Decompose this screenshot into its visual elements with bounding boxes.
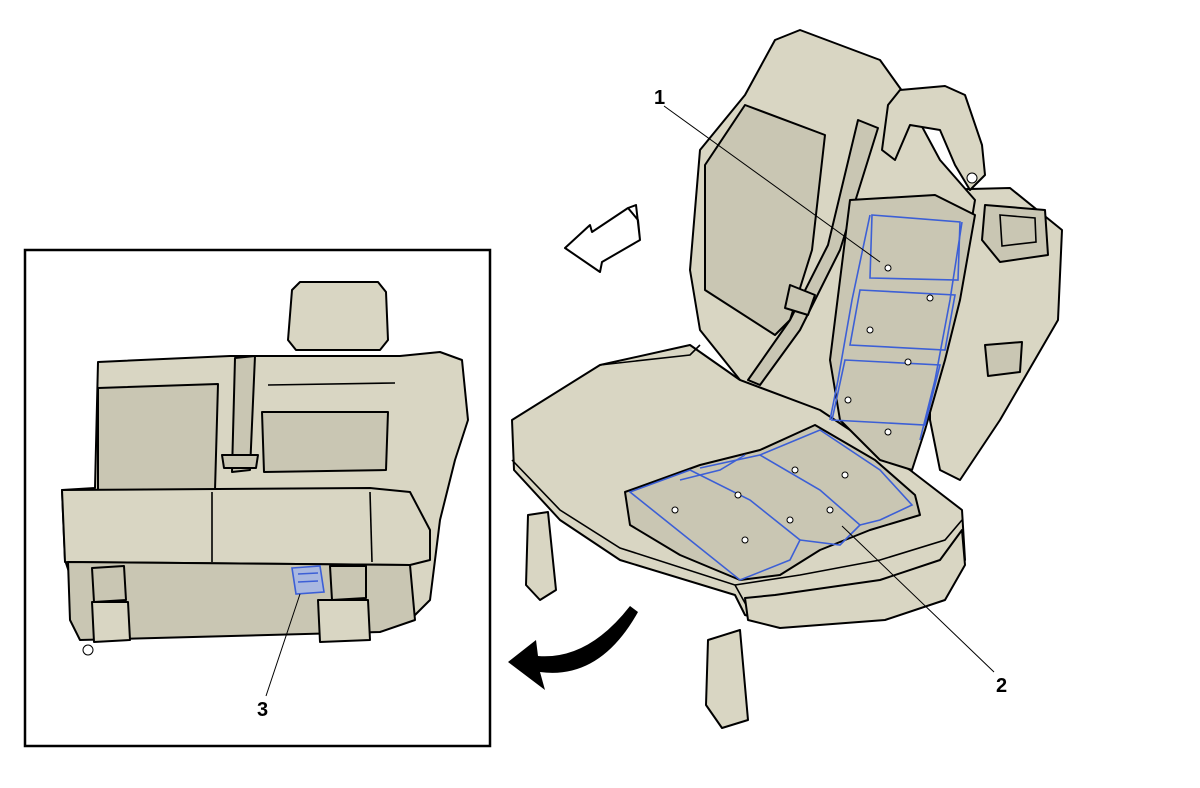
inset-seat-foot-left (91, 601, 131, 643)
inset-seat-headrest (287, 281, 389, 351)
highlighted-seat-back-heater (829, 214, 963, 441)
callout-3-leader (265, 593, 301, 697)
callout-2: 2 (996, 675, 1007, 697)
highlighted-seat-cushion-heater (628, 429, 914, 581)
callout-3: 3 (257, 699, 268, 721)
main-seat-headrest (881, 85, 986, 191)
callout-2-leader (841, 525, 995, 673)
main-seat (511, 29, 1063, 729)
armrest-cup-holder (981, 204, 1049, 263)
side-handle (984, 341, 1023, 377)
seat-cushion-frame-opening (624, 424, 921, 581)
inset-seat-foot-right (317, 599, 371, 643)
headrest-post-hole (966, 172, 978, 184)
callout-1-leader (663, 105, 881, 263)
seat-belt-buckle (784, 284, 816, 316)
front-direction-arrow-icon (564, 204, 641, 273)
rotate-arrow-icon (508, 606, 638, 690)
inset-seat-belt (231, 355, 256, 473)
main-seat-leg-left (525, 511, 557, 601)
inset-seat (61, 281, 469, 656)
main-seat-leg-front (705, 629, 749, 729)
callout-1: 1 (654, 87, 665, 109)
main-seat-back-panel (704, 104, 826, 336)
seat-belt-strap (747, 119, 879, 386)
inset-seat-left-panel (97, 383, 219, 493)
cushion-front-roll (744, 529, 966, 629)
seat-back-frame-opening (829, 194, 976, 471)
inset-seat-cushion-bar (61, 487, 431, 566)
inset-seat-center-panel (261, 411, 389, 473)
highlighted-control-module (291, 565, 325, 595)
